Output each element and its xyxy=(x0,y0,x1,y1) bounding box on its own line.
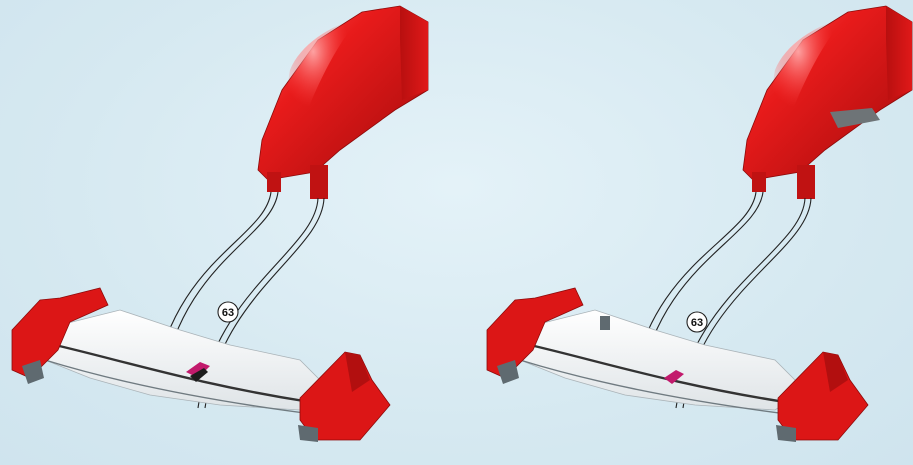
right-nose-cone-icon xyxy=(743,6,912,199)
left-assembly: 63 xyxy=(12,6,428,442)
left-callout-label: 63 xyxy=(222,307,234,319)
right-callout: 63 xyxy=(687,312,707,332)
right-front-wing-icon xyxy=(487,288,868,442)
left-front-wing-icon xyxy=(12,288,390,442)
right-assembly: 63 xyxy=(487,6,912,442)
left-nose-cone-icon xyxy=(258,6,428,199)
left-callout: 63 xyxy=(218,302,238,322)
right-callout-label: 63 xyxy=(691,317,703,329)
